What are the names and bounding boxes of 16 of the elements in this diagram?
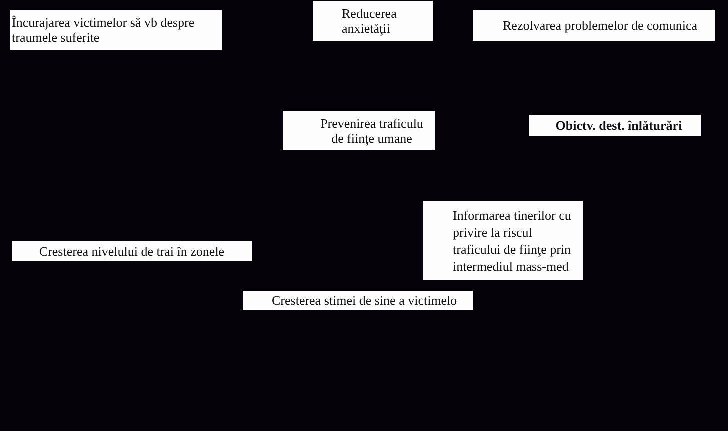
objective-panel	[10, 10, 222, 50]
objective-text: Rezolvarea problemelor de comunica	[503, 18, 699, 33]
objective-text: Încurajarea victimelor să vb despre traumele suferite	[12, 15, 196, 45]
objective-text: Informarea tinerilor cu privire la riscul traficului de fiinţe prin intermediul mass-med	[453, 206, 572, 274]
objective-panel	[423, 201, 583, 280]
objective-panel	[243, 291, 473, 310]
objective-panel	[283, 111, 435, 150]
objective-text: Cresterea nivelului de trai în zonele	[38, 244, 226, 258]
objective-panel	[529, 115, 701, 136]
objective-text: Reducerea anxietăţii	[342, 6, 398, 36]
objective-panel	[473, 10, 715, 41]
objective-panel	[12, 241, 252, 261]
objective-text: Prevenirea traficulu de fiinţe umane	[320, 116, 424, 146]
objective-panel	[313, 1, 433, 41]
objective-text: Cresterea stimei de sine a victimelo	[272, 293, 458, 308]
objective-text: Obictv. dest. înlăturări	[554, 118, 684, 133]
